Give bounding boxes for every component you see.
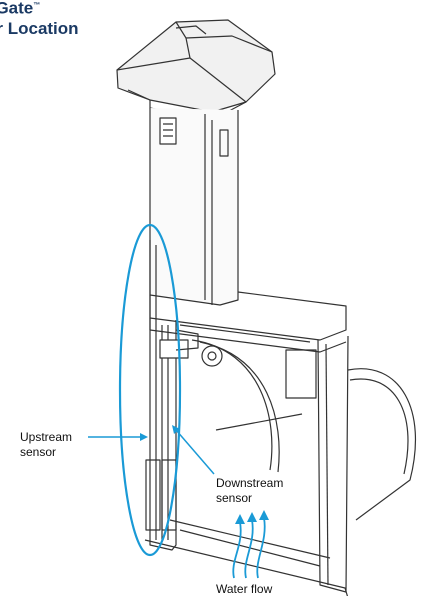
title-line-1: eGate <box>0 0 34 18</box>
flow-arrow-2 <box>244 519 254 579</box>
title-line-2: or Location <box>0 18 79 38</box>
callout-arrows <box>88 425 215 475</box>
water-flow-arrows <box>232 517 266 579</box>
diagram-title: eGate™ or Location <box>0 0 79 39</box>
downstream-arrow <box>175 429 215 475</box>
water-flow-arrowheads <box>235 510 269 524</box>
upstream-label-line-1: Upstream <box>20 430 73 444</box>
water-flow-label: Water flow <box>216 582 273 596</box>
flow-arrow-1 <box>232 521 242 579</box>
downstream-arrowhead <box>172 425 180 434</box>
gate-structure <box>116 19 417 596</box>
downstream-label-line-1: Downstream <box>216 476 284 490</box>
upstream-label-line-2: sensor <box>20 445 57 459</box>
sensor-highlight-ellipse <box>118 223 182 557</box>
downstream-sensor-label: Downstream sensor <box>216 476 283 506</box>
upstream-sensor-label: Upstream sensor <box>20 430 72 460</box>
downstream-label-line-2: sensor <box>216 491 253 505</box>
upstream-arrowhead <box>140 433 148 441</box>
flow-arrow-3 <box>256 517 266 579</box>
trademark-mark: ™ <box>33 2 41 9</box>
